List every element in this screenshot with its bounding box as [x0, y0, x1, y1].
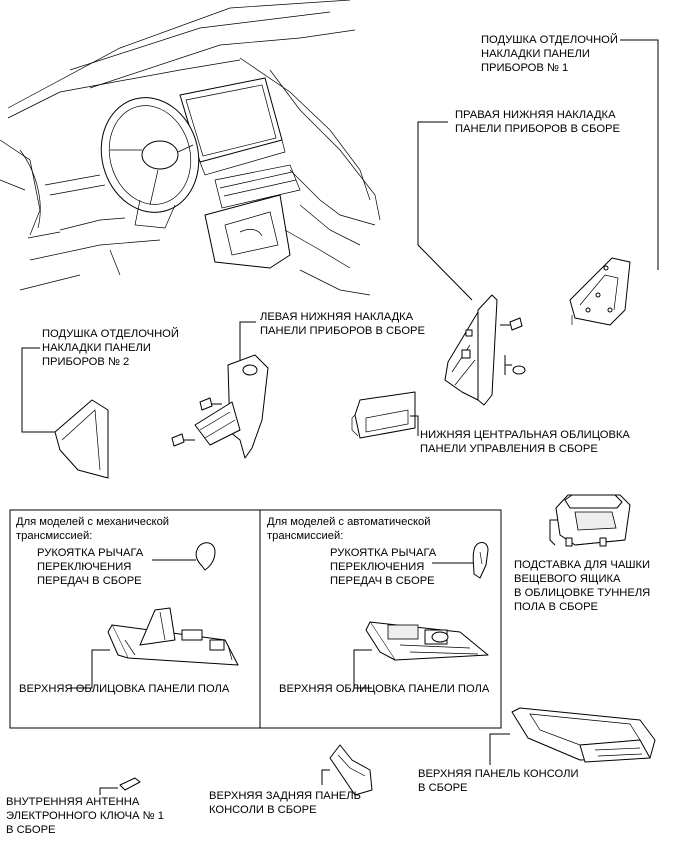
- cup-holder-assembly: [549, 494, 631, 547]
- dash-trim-cushion-2: [21, 347, 109, 479]
- manual-floor-panel: [70, 607, 239, 689]
- auto-floor-panel: [353, 621, 489, 689]
- dashboard-illustration: [0, 0, 381, 296]
- center-lower-panel: [351, 391, 419, 439]
- dash-trim-cushion-1: [569, 39, 659, 326]
- left-lower-dash-panel: [171, 321, 269, 459]
- auto-shift-knob: [432, 542, 489, 579]
- manual-shift-knob: [152, 542, 216, 571]
- transmission-variants-box: [9, 509, 502, 729]
- rear-console-panel: [321, 744, 373, 796]
- right-lower-dash-panel: [417, 121, 526, 406]
- console-upper-panel: [489, 707, 656, 765]
- label-manual-floor: ВЕРХНЯЯ ОБЛИЦОВКА ПАНЕЛИ ПОЛА: [19, 683, 230, 695]
- key-antenna: [99, 777, 141, 795]
- label-auto-floor: ВЕРХНЯЯ ОБЛИЦОВКА ПАНЕЛИ ПОЛА: [279, 683, 490, 695]
